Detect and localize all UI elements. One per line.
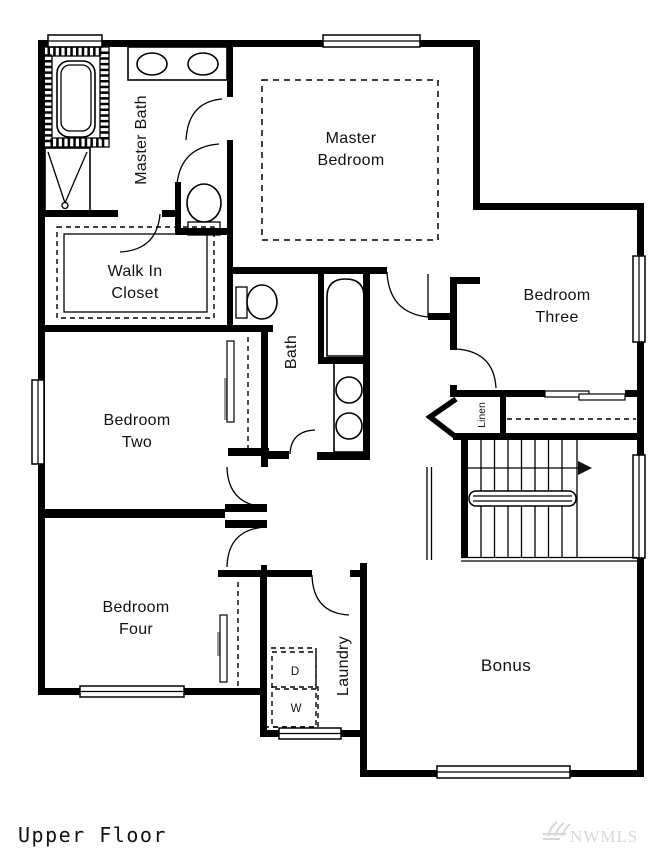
dryer-label: D	[291, 666, 299, 678]
label-bath: Bath	[283, 335, 300, 369]
washer-label: W	[291, 703, 302, 715]
window-laundry	[278, 727, 342, 740]
interior-walls	[38, 40, 644, 577]
windows	[31, 34, 646, 779]
door-bedroom-four	[226, 526, 267, 568]
window-master-bath	[47, 34, 103, 48]
door-bedroom-two	[226, 466, 267, 508]
master-bedroom-ceiling-outline	[261, 79, 439, 241]
master-vanity	[127, 46, 228, 81]
bath-toilet	[235, 284, 278, 320]
shower	[44, 147, 91, 213]
door-linen	[425, 396, 458, 440]
walk-in-closet-inner	[63, 233, 208, 313]
bedroom-two-closet-door	[226, 340, 235, 423]
label-master-bath: Master Bath	[133, 95, 150, 185]
master-tub	[42, 46, 110, 148]
nwmls-watermark: NWMLS	[543, 821, 638, 846]
label-bonus: Bonus	[481, 656, 531, 675]
door-bath	[289, 429, 316, 455]
bath-vanity	[333, 362, 365, 453]
staircase	[426, 440, 637, 562]
window-bedroom-four	[79, 685, 185, 698]
window-bonus	[436, 765, 571, 779]
nwmls-logo-icon	[543, 821, 571, 840]
sliding-doors	[217, 340, 626, 683]
walk-in-closet-shelving	[56, 226, 215, 319]
dryer-box	[271, 651, 317, 690]
label-laundry: Laundry	[335, 636, 352, 696]
bedroom-three-closet-door-b	[578, 393, 626, 401]
doors	[119, 98, 497, 616]
bedroom-four-closet-door	[219, 614, 228, 683]
door-walk-in-closet	[119, 213, 161, 253]
laundry-appliances: D W	[261, 647, 319, 728]
plan-title: Upper Floor	[18, 823, 167, 847]
window-bedroom-two	[31, 379, 45, 465]
stair-direction-arrow	[463, 461, 592, 475]
window-bedroom-three	[632, 255, 646, 343]
window-master-bedroom	[322, 34, 421, 48]
door-master-bedroom	[386, 271, 429, 318]
fixtures	[42, 46, 365, 453]
label-linen: Linen	[476, 402, 488, 428]
door-laundry	[311, 574, 350, 616]
door-master-bath	[185, 98, 223, 141]
watermark-text: NWMLS	[570, 827, 638, 846]
bath-tub	[326, 278, 365, 357]
dashed-details	[56, 79, 636, 686]
stair-handrail	[468, 490, 577, 507]
door-bedroom-three	[456, 348, 497, 389]
washer-box	[271, 686, 319, 728]
door-water-closet	[176, 143, 220, 185]
window-stairwell	[632, 454, 646, 559]
master-toilet	[186, 183, 222, 236]
